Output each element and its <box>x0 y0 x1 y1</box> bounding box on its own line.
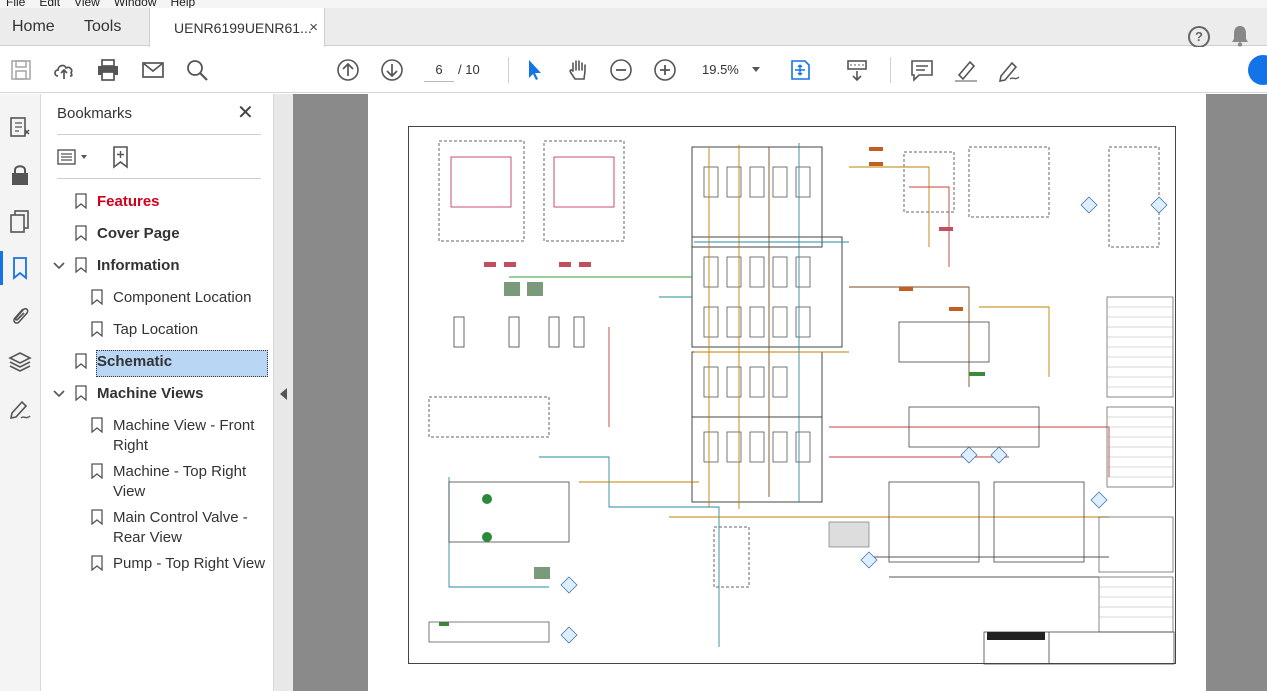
tab-home[interactable]: Home <box>12 18 55 35</box>
lock-icon[interactable] <box>7 162 33 188</box>
select-cursor-icon[interactable] <box>521 57 547 83</box>
previous-page-icon[interactable] <box>335 57 361 83</box>
toolbar-divider <box>508 57 509 83</box>
bookmark-icon <box>75 225 87 241</box>
panel-divider <box>57 134 261 135</box>
zoom-out-icon[interactable] <box>608 57 634 83</box>
left-tool-rail <box>0 94 41 691</box>
zoom-level-select[interactable]: 19.5% <box>702 62 739 77</box>
menu-help[interactable]: Help <box>170 0 196 9</box>
bookmark-icon <box>75 257 87 273</box>
bookmark-icon <box>75 353 87 369</box>
fit-page-icon[interactable] <box>788 57 817 83</box>
menu-bar: File Edit View Window Help <box>0 0 1267 8</box>
collapse-panel-icon[interactable] <box>280 388 287 400</box>
chevron-down-icon[interactable] <box>53 389 65 399</box>
viewer-right-margin <box>1206 94 1267 691</box>
menu-window[interactable]: Window <box>113 0 157 9</box>
page-number-input[interactable]: 6 <box>424 58 454 82</box>
page-total: / 10 <box>458 62 480 77</box>
bookmark-machine-view-front-right[interactable]: Machine View - Front Right <box>113 417 255 454</box>
email-icon[interactable] <box>140 57 166 83</box>
close-panel-icon[interactable]: ✕ <box>237 102 254 124</box>
bookmark-pump-top-right-view[interactable]: Pump - Top Right View <box>113 555 266 572</box>
bookmark-information[interactable]: Information <box>97 257 180 274</box>
share-button[interactable] <box>1248 55 1267 85</box>
hydraulic-schematic-drawing <box>408 126 1176 665</box>
tab-bar: Home Tools UENR6199UENR61... × ? <box>0 8 1267 48</box>
bookmark-icon <box>91 289 103 305</box>
menu-view[interactable]: View <box>74 0 100 9</box>
bookmark-icon <box>91 509 103 525</box>
print-icon[interactable] <box>95 57 121 83</box>
bookmark-icon <box>75 385 87 401</box>
save-icon[interactable] <box>8 57 34 83</box>
bookmark-features[interactable]: Features <box>97 193 160 210</box>
scroll-mode-icon[interactable] <box>844 57 870 83</box>
bookmark-machine-top-right-view[interactable]: Machine - Top Right View <box>113 463 247 500</box>
pages-icon[interactable] <box>7 208 33 234</box>
bookmark-icon <box>91 463 103 479</box>
tab-tools[interactable]: Tools <box>84 18 122 35</box>
panel-title: Bookmarks <box>57 105 133 122</box>
help-icon[interactable]: ? <box>1188 26 1210 48</box>
selected-bookmark-highlight <box>96 350 268 377</box>
bookmark-main-control-valve-rear-view[interactable]: Main Control Valve - Rear View <box>113 509 248 546</box>
toolbar-divider <box>890 57 891 83</box>
bookmark-options-icon[interactable] <box>57 148 91 166</box>
bookmark-tap-location[interactable]: Tap Location <box>113 321 199 338</box>
document-tab-title: UENR6199UENR61... <box>174 20 312 36</box>
pdf-page[interactable] <box>368 94 1206 691</box>
bookmark-icon <box>75 193 87 209</box>
attachment-icon[interactable] <box>7 302 33 328</box>
draw-sign-icon[interactable] <box>996 57 1022 83</box>
hand-tool-icon[interactable] <box>565 57 591 83</box>
chevron-down-icon[interactable] <box>752 67 760 72</box>
bookmark-icon <box>91 555 103 571</box>
close-tab-icon[interactable]: × <box>309 19 318 36</box>
bookmark-icon[interactable] <box>7 255 33 281</box>
new-bookmark-icon[interactable] <box>109 145 133 169</box>
highlight-pen-icon[interactable] <box>953 57 979 83</box>
bookmark-icon <box>91 321 103 337</box>
notification-bell-icon[interactable] <box>1230 25 1250 47</box>
active-tool-indicator <box>0 251 3 285</box>
bookmark-machine-views[interactable]: Machine Views <box>97 385 204 402</box>
menu-edit[interactable]: Edit <box>39 0 61 9</box>
schematic-graphic <box>428 140 1175 665</box>
comment-icon[interactable] <box>909 57 935 83</box>
layers-icon[interactable] <box>7 349 33 375</box>
search-icon[interactable] <box>184 57 210 83</box>
zoom-in-icon[interactable] <box>652 57 678 83</box>
bookmark-component-location[interactable]: Component Location <box>113 289 252 306</box>
upload-cloud-icon[interactable] <box>51 57 77 83</box>
main-toolbar: 6 / 10 19.5% <box>0 47 1267 93</box>
page-thumbnails-icon[interactable] <box>7 114 33 140</box>
chevron-down-icon[interactable] <box>53 261 65 271</box>
bookmark-icon <box>91 417 103 433</box>
bookmark-schematic[interactable]: Schematic <box>97 353 173 370</box>
next-page-icon[interactable] <box>379 57 405 83</box>
signature-icon[interactable] <box>7 396 33 422</box>
tab-document[interactable]: UENR6199UENR61... × <box>149 8 325 47</box>
menu-file[interactable]: File <box>6 0 26 9</box>
panel-divider <box>57 178 261 179</box>
bookmark-cover-page[interactable]: Cover Page <box>97 225 180 242</box>
